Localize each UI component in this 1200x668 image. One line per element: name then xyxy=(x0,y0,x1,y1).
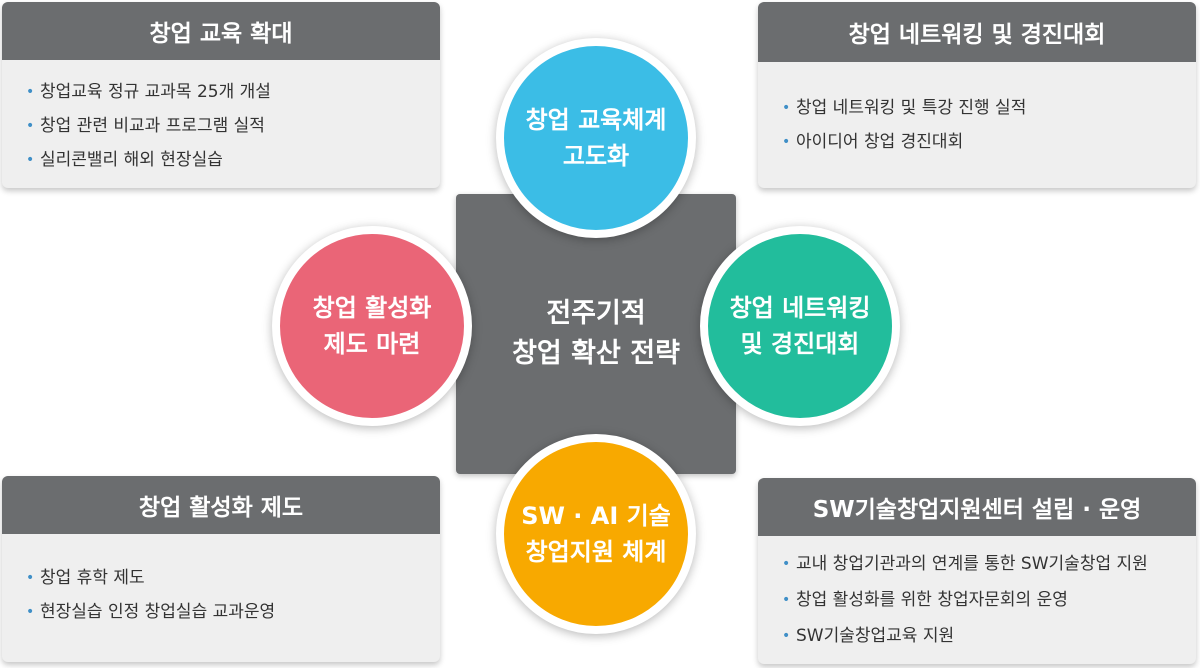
list-item: 현장실습 인정 창업실습 교과운영 xyxy=(26,600,440,634)
list-item: SW기술창업교육 지원 xyxy=(782,624,1196,660)
box-education-expansion: 창업 교육 확대 창업교육 정규 교과목 25개 개설 창업 관련 비교과 프로… xyxy=(2,2,440,188)
circle-line-2: 제도 마련 xyxy=(323,330,421,358)
box-title: 창업 네트워킹 및 경진대회 xyxy=(758,2,1196,62)
circle-networking-contest: 창업 네트워킹 및 경진대회 xyxy=(700,226,900,426)
list-item: 아이디어 창업 경진대회 xyxy=(782,130,1196,164)
center-line-1: 전주기적 xyxy=(546,298,646,329)
circle-line-1: 창업 네트워킹 xyxy=(729,294,871,322)
bullet-list: 창업 휴학 제도 현장실습 인정 창업실습 교과운영 xyxy=(2,534,440,634)
list-item: 창업 휴학 제도 xyxy=(26,566,440,600)
bullet-list: 창업교육 정규 교과목 25개 개설 창업 관련 비교과 프로그램 실적 실리콘… xyxy=(2,60,440,182)
box-title: 창업 교육 확대 xyxy=(2,2,440,60)
circle-line-1: 창업 활성화 xyxy=(312,294,432,322)
circle-line-2: 및 경진대회 xyxy=(740,330,860,358)
box-title: SW기술창업지원센터 설립 · 운영 xyxy=(758,478,1196,536)
list-item: 창업 네트워킹 및 특강 진행 실적 xyxy=(782,96,1196,130)
circle-line-2: 창업지원 체계 xyxy=(525,538,667,566)
box-sw-startup-center: SW기술창업지원센터 설립 · 운영 교내 창업기관과의 연계를 통한 SW기술… xyxy=(758,478,1196,664)
circle-line-2: 고도화 xyxy=(562,142,630,170)
box-activation-system: 창업 활성화 제도 창업 휴학 제도 현장실습 인정 창업실습 교과운영 xyxy=(2,476,440,662)
circle-sw-ai-support: SW · AI 기술 창업지원 체계 xyxy=(496,434,696,634)
box-title: 창업 활성화 제도 xyxy=(2,476,440,534)
circle-activation-system: 창업 활성화 제도 마련 xyxy=(272,226,472,426)
list-item: 창업교육 정규 교과목 25개 개설 xyxy=(26,80,440,114)
list-item: 창업 관련 비교과 프로그램 실적 xyxy=(26,114,440,148)
circle-line-1: SW · AI 기술 xyxy=(521,502,671,530)
list-item: 실리콘밸리 해외 현장실습 xyxy=(26,148,440,182)
circle-line-1: 창업 교육체계 xyxy=(525,106,667,134)
center-line-2: 창업 확산 전략 xyxy=(512,338,680,369)
circle-education-system: 창업 교육체계 고도화 xyxy=(496,38,696,238)
list-item: 교내 창업기관과의 연계를 통한 SW기술창업 지원 xyxy=(782,552,1196,588)
bullet-list: 창업 네트워킹 및 특강 진행 실적 아이디어 창업 경진대회 xyxy=(758,62,1196,164)
list-item: 창업 활성화를 위한 창업자문회의 운영 xyxy=(782,588,1196,624)
center-strategy-square: 전주기적 창업 확산 전략 xyxy=(456,194,736,474)
bullet-list: 교내 창업기관과의 연계를 통한 SW기술창업 지원 창업 활성화를 위한 창업… xyxy=(758,536,1196,660)
box-networking-contest: 창업 네트워킹 및 경진대회 창업 네트워킹 및 특강 진행 실적 아이디어 창… xyxy=(758,2,1196,188)
